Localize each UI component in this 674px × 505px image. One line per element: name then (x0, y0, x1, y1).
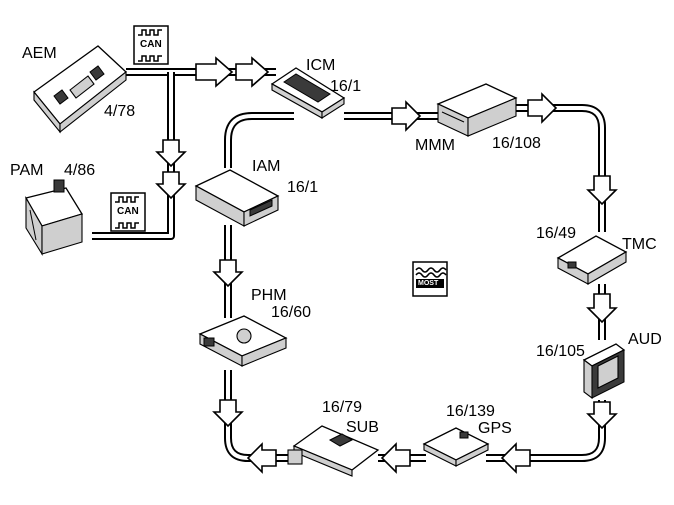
mmm-code: 16/108 (492, 135, 541, 152)
mmm-module (436, 83, 518, 137)
can-arrow-right-2 (235, 56, 270, 88)
phm-module (198, 315, 288, 367)
tmc-code: 16/49 (536, 225, 577, 242)
sub-code: 16/79 (322, 399, 363, 416)
mmm-name: MMM (415, 137, 455, 154)
most-arrow-7 (380, 442, 411, 474)
aem-code: 4/78 (104, 103, 136, 120)
tmc-module (556, 235, 628, 285)
most-symbol (412, 261, 448, 297)
aud-name: AUD (628, 331, 662, 348)
gps-code: 16/139 (446, 403, 495, 420)
most-ring (212, 92, 618, 474)
most-label: MOST (418, 280, 439, 287)
aud-module (582, 343, 626, 400)
most-arrow-6 (500, 442, 531, 474)
pam-code: 4/86 (64, 162, 96, 179)
most-arrow-1 (391, 100, 422, 132)
most-arrow-3 (586, 175, 618, 206)
most-arrow-8 (246, 442, 277, 474)
iam-code: 16/1 (287, 179, 319, 196)
most-arrow-9 (212, 399, 244, 428)
phm-code: 16/60 (271, 304, 312, 321)
iam-module (194, 169, 280, 227)
icm-module (270, 67, 346, 120)
pam-name: PAM (10, 162, 44, 179)
can-bottom-label: CAN (117, 206, 139, 217)
icm-code: 16/1 (330, 78, 362, 95)
gps-name: GPS (478, 420, 512, 437)
can-top-label: CAN (140, 39, 162, 50)
most-arrow-10 (212, 259, 244, 288)
sub-module (287, 425, 380, 477)
aem-name: AEM (22, 45, 57, 62)
can-symbol-bottom (110, 192, 146, 232)
gps-module (422, 427, 490, 467)
most-arrow-5 (586, 401, 618, 430)
can-symbol-top (133, 25, 169, 65)
aud-code: 16/105 (536, 343, 585, 360)
sub-name: SUB (346, 419, 379, 436)
can-arrow-right (195, 56, 234, 88)
can-arrow-down-2 (155, 171, 187, 200)
iam-name: IAM (252, 158, 281, 175)
most-arrow-2 (527, 92, 558, 124)
pam-module (25, 179, 83, 256)
phm-name: PHM (251, 287, 287, 304)
icm-name: ICM (306, 57, 336, 74)
aem-module (33, 45, 127, 134)
can-bus (92, 56, 276, 240)
tmc-name: TMC (622, 236, 657, 253)
can-arrow-down (155, 139, 187, 168)
most-arrow-4 (586, 293, 618, 324)
